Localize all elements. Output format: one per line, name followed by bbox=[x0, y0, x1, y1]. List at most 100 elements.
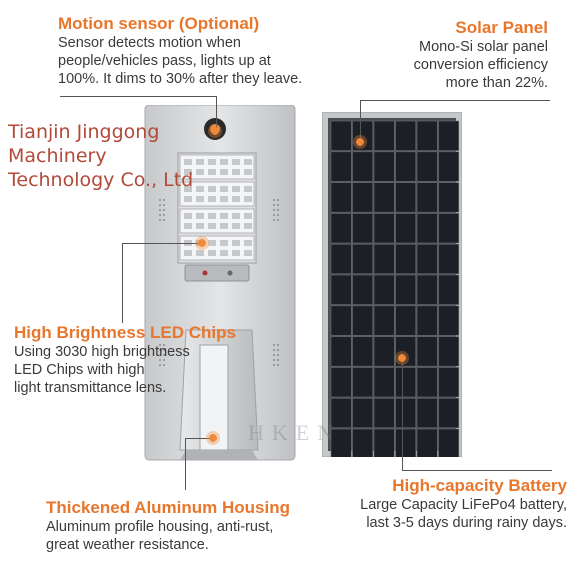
battery-desc: Large Capacity LiFePo4 battery, bbox=[360, 497, 567, 513]
callout-dot-icon bbox=[353, 135, 367, 149]
solar-cell bbox=[352, 274, 374, 305]
solar-cell bbox=[352, 397, 374, 429]
solar-cell bbox=[330, 151, 352, 182]
solar-cell bbox=[438, 428, 460, 457]
solar-cell bbox=[395, 305, 417, 336]
callout-dot-icon bbox=[208, 124, 222, 138]
motion-sensor-desc: people/vehicles pass, lights up at bbox=[58, 53, 271, 69]
solar-cell bbox=[373, 274, 395, 305]
solar-cell bbox=[438, 151, 460, 182]
solar-cell bbox=[438, 305, 460, 336]
solar-cell bbox=[373, 213, 395, 244]
solar-cell bbox=[373, 120, 395, 151]
motion-sensor-desc: Sensor detects motion when bbox=[58, 35, 241, 51]
housing-desc: great weather resistance. bbox=[46, 537, 209, 553]
solar-cell bbox=[352, 305, 374, 336]
solar-cell bbox=[438, 243, 460, 275]
solar-cell bbox=[416, 151, 438, 182]
solar-panel-title: Solar Panel bbox=[455, 18, 548, 37]
led-chips-desc: light transmittance lens. bbox=[14, 380, 167, 396]
solar-cell bbox=[438, 182, 460, 213]
led-chips-callout: High Brightness LED Chips Using 3030 hig… bbox=[14, 323, 236, 397]
housing-title: Thickened Aluminum Housing bbox=[46, 498, 290, 517]
solar-cell bbox=[438, 274, 460, 305]
callout-dot-icon bbox=[206, 431, 220, 445]
solar-panel-desc: conversion efficiency bbox=[413, 57, 548, 73]
solar-cell bbox=[438, 120, 460, 151]
solar-cell bbox=[395, 120, 417, 151]
solar-cell bbox=[395, 367, 417, 398]
housing-leader bbox=[185, 438, 213, 439]
solar-cell bbox=[352, 182, 374, 213]
company-watermark: Tianjin Jinggong Machinery Technology Co… bbox=[8, 120, 193, 192]
solar-panel-leader-vertical bbox=[360, 100, 361, 142]
company-watermark-line: Tianjin Jinggong bbox=[8, 121, 160, 143]
callout-dot-icon bbox=[195, 236, 209, 250]
motion-sensor-callout: Motion sensor (Optional) Sensor detects … bbox=[58, 14, 302, 88]
company-watermark-line: Technology Co., Ltd bbox=[8, 169, 194, 191]
housing-leader-vertical bbox=[185, 438, 186, 490]
solar-cell bbox=[416, 274, 438, 305]
solar-cell bbox=[395, 397, 417, 429]
solar-cell bbox=[373, 367, 395, 398]
led-chips-desc: LED Chips with high bbox=[14, 362, 145, 378]
company-watermark-line: Machinery bbox=[8, 145, 107, 167]
solar-cell bbox=[395, 243, 417, 275]
solar-cell bbox=[373, 428, 395, 457]
solar-cell bbox=[373, 243, 395, 275]
housing-desc: Aluminum profile housing, anti-rust, bbox=[46, 519, 274, 535]
solar-cell bbox=[330, 182, 352, 213]
solar-cell bbox=[330, 274, 352, 305]
solar-cell bbox=[352, 243, 374, 275]
solar-cell bbox=[438, 213, 460, 244]
solar-cell bbox=[416, 182, 438, 213]
brand-watermark: HKEN bbox=[248, 420, 342, 445]
motion-sensor-leader bbox=[60, 96, 216, 97]
solar-cell bbox=[330, 428, 352, 457]
solar-cell bbox=[416, 336, 438, 367]
led-chips-desc: Using 3030 high brightness bbox=[14, 344, 190, 360]
solar-panel-desc: more than 22%. bbox=[445, 75, 548, 91]
solar-cell bbox=[395, 428, 417, 457]
solar-cell bbox=[330, 213, 352, 244]
solar-cell bbox=[352, 367, 374, 398]
solar-cell bbox=[330, 397, 352, 429]
led-chips-leader-vertical bbox=[122, 243, 123, 323]
motion-sensor-desc: 100%. It dims to 30% after they leave. bbox=[58, 71, 303, 87]
solar-cell bbox=[330, 367, 352, 398]
solar-panel-image bbox=[322, 112, 462, 457]
solar-cell bbox=[352, 336, 374, 367]
battery-leader bbox=[402, 358, 403, 470]
battery-desc: last 3-5 days during rainy days. bbox=[366, 515, 567, 531]
solar-panel-callout: Solar Panel Mono-Si solar panel conversi… bbox=[414, 18, 548, 92]
solar-cell bbox=[416, 428, 438, 457]
solar-cell bbox=[416, 367, 438, 398]
solar-cell bbox=[395, 151, 417, 182]
solar-cell bbox=[352, 213, 374, 244]
solar-cell bbox=[438, 336, 460, 367]
solar-cell bbox=[416, 120, 438, 151]
solar-cell bbox=[416, 397, 438, 429]
battery-title: High-capacity Battery bbox=[392, 476, 567, 495]
led-chips-leader bbox=[122, 243, 202, 244]
solar-cell bbox=[438, 397, 460, 429]
battery-leader-horizontal bbox=[402, 470, 552, 471]
solar-cell bbox=[416, 213, 438, 244]
solar-cell bbox=[373, 151, 395, 182]
housing-callout: Thickened Aluminum Housing Aluminum prof… bbox=[46, 498, 290, 554]
led-chips-title: High Brightness LED Chips bbox=[14, 323, 236, 342]
solar-cell bbox=[416, 243, 438, 275]
solar-cell bbox=[352, 428, 374, 457]
solar-cell bbox=[352, 151, 374, 182]
solar-cell bbox=[373, 397, 395, 429]
solar-cell bbox=[438, 367, 460, 398]
solar-cell bbox=[330, 243, 352, 275]
street-light-housing bbox=[144, 105, 296, 461]
solar-panel-leader bbox=[360, 100, 550, 101]
solar-cell bbox=[395, 274, 417, 305]
solar-cell bbox=[416, 305, 438, 336]
solar-cell bbox=[330, 120, 352, 151]
solar-panel-desc: Mono-Si solar panel bbox=[419, 39, 548, 55]
solar-cell bbox=[373, 182, 395, 213]
solar-cell bbox=[395, 182, 417, 213]
